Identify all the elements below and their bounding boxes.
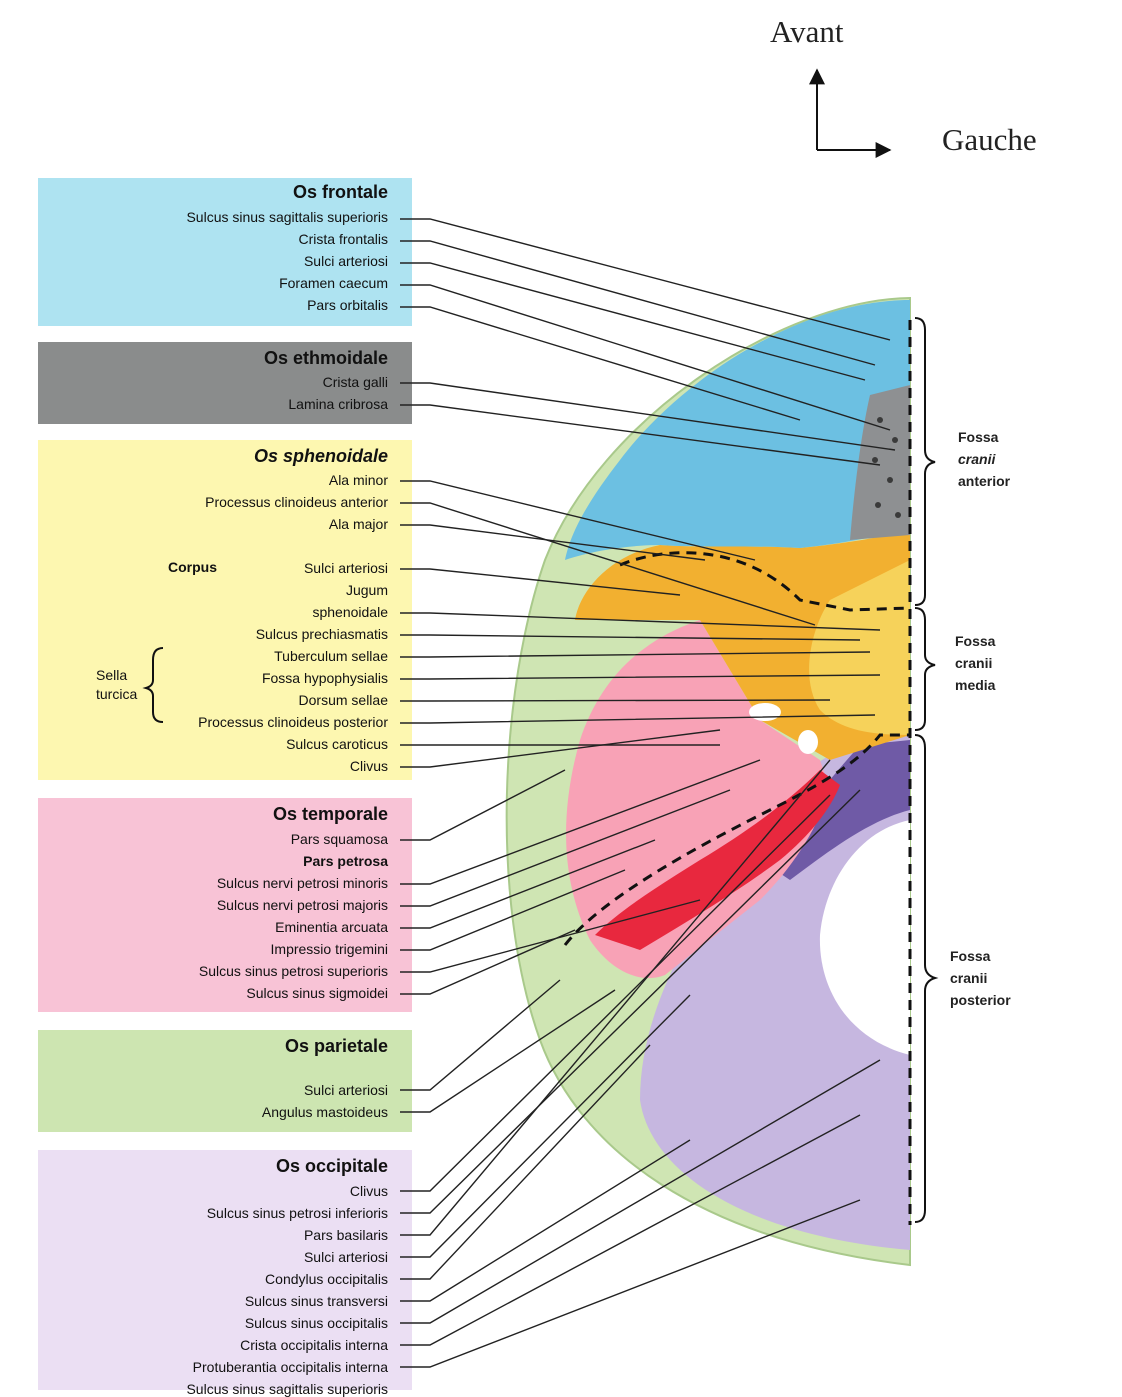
fossa-anterior-label: Fossa cranii anterior xyxy=(958,426,1010,492)
orientation-arrows xyxy=(817,70,890,150)
fossa-line: Fossa xyxy=(958,426,1010,448)
sella-hole-shape xyxy=(749,703,781,721)
fossa-media-label: Fossa cranii media xyxy=(955,630,995,696)
fossa-line: Fossa xyxy=(950,945,1011,967)
fossa-line: Fossa xyxy=(955,630,995,652)
fossa-line: posterior xyxy=(950,989,1011,1011)
fossa-braces xyxy=(915,318,935,1222)
fossa-line: cranii xyxy=(950,967,1011,989)
fossa-line: cranii xyxy=(958,448,1010,470)
fossa-posterior-label: Fossa cranii posterior xyxy=(950,945,1011,1011)
fossa-line: anterior xyxy=(958,470,1010,492)
fossa-line: media xyxy=(955,674,995,696)
foramen-hole-shape xyxy=(798,730,818,754)
fossa-line: cranii xyxy=(955,652,995,674)
sella-turcica-brace xyxy=(146,648,163,722)
